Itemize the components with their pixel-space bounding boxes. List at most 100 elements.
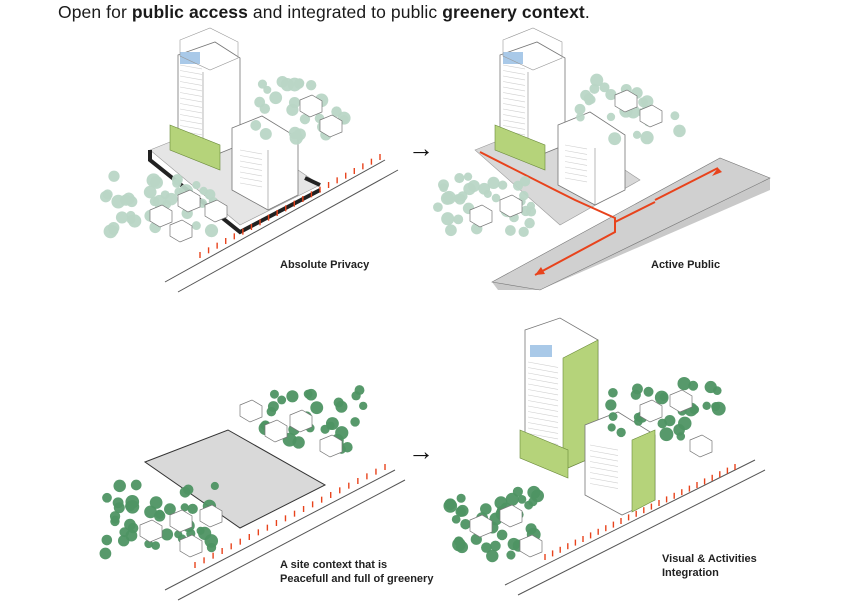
floor-line bbox=[589, 450, 619, 456]
block-building bbox=[231, 115, 299, 211]
block-building bbox=[557, 111, 626, 206]
tree-icon bbox=[574, 103, 586, 115]
house-icon bbox=[299, 94, 323, 118]
road-edge bbox=[504, 459, 756, 586]
tree-icon bbox=[524, 217, 535, 229]
tree-icon bbox=[518, 226, 529, 238]
tree-icon bbox=[288, 126, 302, 140]
panel-absolute-privacy bbox=[148, 27, 399, 293]
tree-icon bbox=[576, 112, 585, 122]
tree-icon bbox=[498, 180, 508, 190]
block-floors bbox=[564, 144, 588, 183]
house-icon bbox=[499, 194, 523, 218]
street-red-markers bbox=[544, 464, 736, 560]
floor-line bbox=[564, 177, 588, 183]
tree-icon bbox=[164, 503, 176, 516]
house-icon bbox=[519, 534, 543, 558]
label-site-context: A site context that is Peacefull and ful… bbox=[280, 558, 433, 586]
tree-icon bbox=[481, 542, 492, 553]
floor-line bbox=[589, 444, 619, 451]
tree-icon bbox=[276, 75, 289, 88]
tower-roof-frame bbox=[502, 27, 563, 71]
tree-icon bbox=[160, 528, 174, 541]
tree-icon bbox=[673, 124, 686, 138]
tree-icon bbox=[490, 540, 501, 552]
tree-icon bbox=[124, 518, 136, 531]
tree-icon bbox=[149, 196, 160, 207]
tree-icon bbox=[277, 395, 287, 405]
tree-icon bbox=[150, 176, 163, 189]
house-icon bbox=[319, 114, 343, 138]
road-edge bbox=[517, 469, 766, 596]
tree-icon bbox=[149, 496, 163, 509]
tree-icon bbox=[704, 380, 717, 394]
tree-icon bbox=[191, 221, 201, 231]
tree-icon bbox=[605, 88, 617, 101]
tree-icon bbox=[460, 518, 471, 530]
tree-icon bbox=[122, 192, 135, 205]
floor-line bbox=[239, 155, 263, 160]
podium-green-facade bbox=[519, 429, 569, 479]
tree-icon bbox=[643, 386, 654, 397]
floor-line bbox=[239, 182, 263, 188]
tree-icon bbox=[457, 191, 468, 202]
floor-line bbox=[527, 361, 559, 368]
tree-icon bbox=[616, 427, 626, 438]
heading-part: . bbox=[584, 2, 590, 22]
tree-icon bbox=[99, 547, 112, 560]
tree-icon bbox=[441, 212, 455, 226]
house-icon bbox=[179, 534, 203, 558]
tree-icon bbox=[519, 176, 531, 187]
tree-icon bbox=[303, 389, 313, 399]
house-icon bbox=[177, 189, 201, 213]
tree-icon bbox=[463, 172, 473, 181]
floor-line bbox=[179, 81, 203, 86]
tree-icon bbox=[486, 549, 499, 563]
floor-line bbox=[589, 461, 619, 467]
floor-line bbox=[502, 86, 526, 92]
floor-line bbox=[502, 70, 526, 75]
tree-icon bbox=[183, 484, 194, 495]
tree-icon bbox=[109, 225, 119, 236]
floor-line bbox=[527, 433, 559, 440]
floor-line bbox=[502, 92, 526, 97]
tree-icon bbox=[505, 492, 519, 506]
floor-line bbox=[564, 155, 588, 161]
tree-icon bbox=[607, 423, 616, 432]
floor-line bbox=[179, 114, 203, 119]
tree-icon bbox=[102, 492, 112, 503]
floor-line bbox=[179, 103, 203, 108]
tree-icon bbox=[254, 96, 266, 108]
tree-icon bbox=[286, 103, 299, 116]
houses-layer bbox=[139, 89, 713, 558]
house-icon bbox=[204, 199, 228, 223]
floor-line bbox=[179, 75, 203, 81]
tree-icon bbox=[196, 526, 205, 535]
floor-line bbox=[179, 125, 203, 130]
tree-icon bbox=[310, 401, 324, 415]
tree-icon bbox=[478, 182, 491, 195]
tree-icon bbox=[113, 479, 126, 493]
floor-line bbox=[527, 372, 559, 379]
tree-icon bbox=[292, 436, 305, 449]
tree-icon bbox=[519, 190, 529, 201]
tree-icon bbox=[210, 481, 219, 491]
floor-line bbox=[589, 483, 619, 489]
tree-icon bbox=[702, 401, 711, 410]
road-edge bbox=[164, 159, 386, 283]
tree-icon bbox=[259, 127, 272, 140]
floor-line bbox=[564, 144, 588, 150]
tree-icon bbox=[670, 111, 680, 121]
tree-icon bbox=[151, 541, 160, 550]
floor-line bbox=[527, 422, 559, 429]
tree-icon bbox=[192, 181, 201, 190]
label-line: Visual & Activities bbox=[662, 553, 757, 565]
tree-icon bbox=[507, 537, 520, 551]
transition-arrow-bottom: → bbox=[408, 436, 434, 466]
transition-arrow-top: → bbox=[408, 133, 434, 163]
tree-icon bbox=[101, 534, 113, 546]
tree-icon bbox=[359, 401, 368, 411]
tree-icon bbox=[480, 503, 492, 515]
public-street bbox=[491, 157, 771, 291]
